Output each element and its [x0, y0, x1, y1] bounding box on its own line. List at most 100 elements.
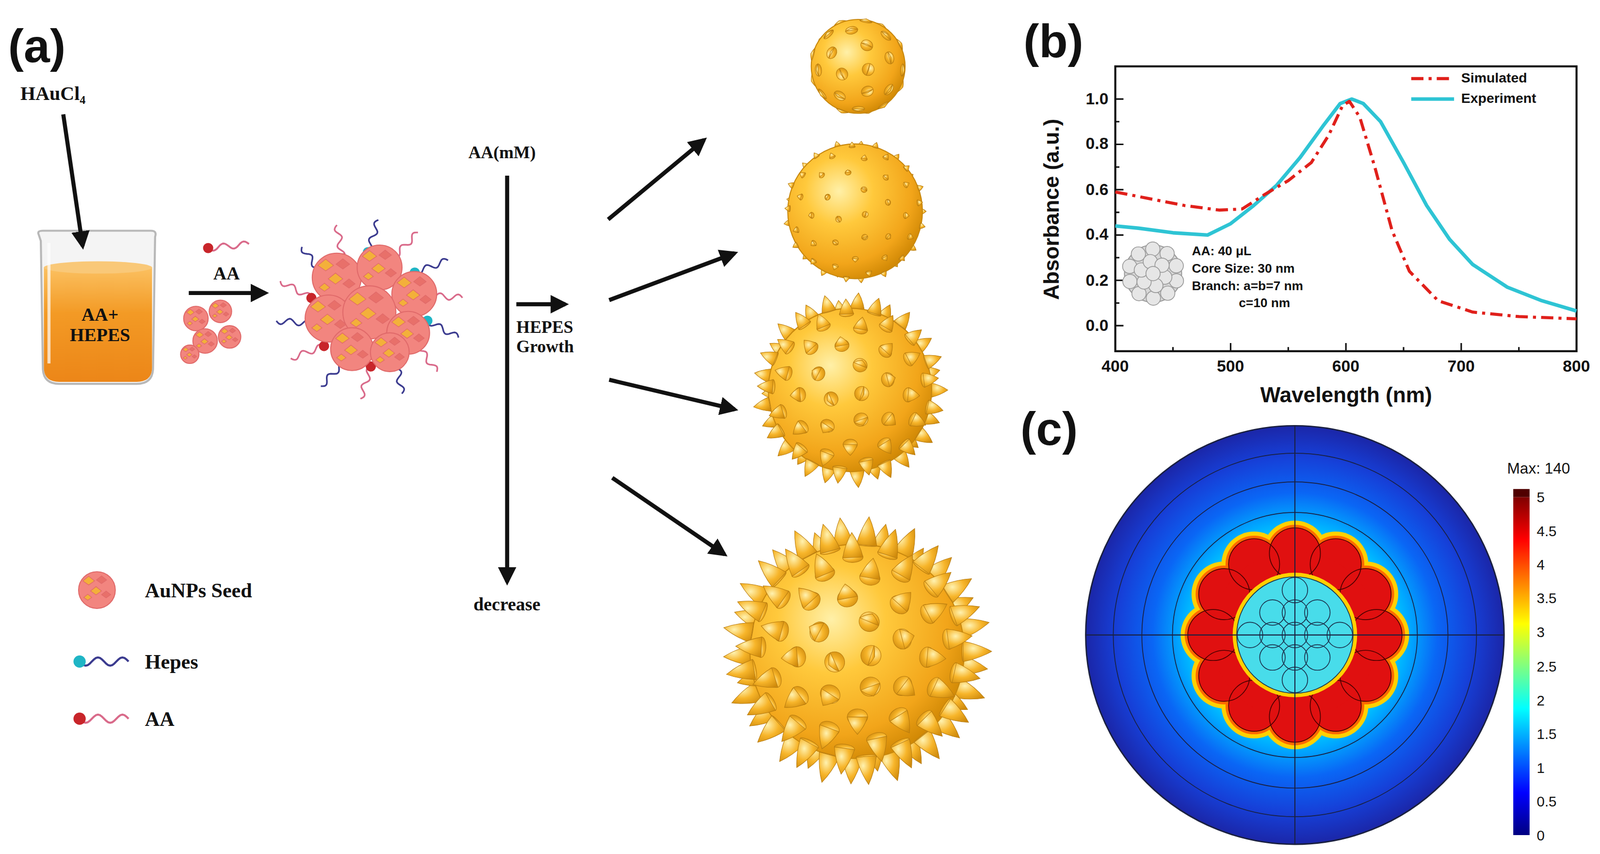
spike-base — [816, 680, 844, 708]
spike — [845, 28, 858, 32]
reagent-label: HAuCl₄ — [20, 82, 86, 105]
seed-facet — [319, 283, 330, 292]
spike — [904, 181, 910, 188]
simulated-curve — [1115, 101, 1577, 319]
inset-text: c=10 nm — [1238, 295, 1291, 311]
aa-ligand — [290, 344, 324, 360]
colorbar — [1513, 497, 1530, 835]
seed-facet — [187, 321, 193, 325]
spike — [907, 387, 920, 402]
spike — [856, 755, 877, 785]
spike — [930, 677, 955, 698]
spike-base — [880, 253, 889, 260]
axis-label: decrease — [473, 593, 541, 615]
spike-base — [859, 185, 868, 194]
tick-label: 0.0 — [1085, 316, 1109, 336]
spike-base — [886, 591, 913, 617]
spike — [822, 295, 836, 313]
spike — [852, 108, 865, 112]
seed-facet — [195, 308, 203, 315]
spike-base — [896, 38, 904, 51]
seed-particle — [78, 571, 116, 609]
spike — [877, 101, 889, 109]
spike — [792, 242, 799, 248]
spike — [885, 372, 896, 387]
spike — [795, 312, 811, 330]
spike — [866, 63, 870, 76]
spike — [889, 710, 910, 733]
tick-label: 0.4 — [1085, 225, 1109, 245]
spike — [877, 438, 891, 454]
seed-particle — [183, 306, 209, 331]
spike-base — [832, 88, 847, 103]
spike — [905, 352, 921, 366]
spike — [737, 600, 767, 622]
spike — [820, 523, 841, 554]
spike — [752, 667, 778, 688]
spike-base — [858, 642, 884, 669]
inset-text: Branch: a=b=7 nm — [1191, 278, 1303, 293]
spike — [880, 270, 887, 277]
tick-label: 1.0 — [1085, 89, 1109, 109]
legend-text: Hepes — [145, 649, 199, 673]
colorbar-tick: 5 — [1536, 488, 1545, 506]
spike-base — [809, 364, 828, 383]
seed-facet — [204, 331, 212, 337]
seed-facet — [336, 258, 350, 269]
colorbar-tick: 4 — [1536, 556, 1545, 573]
spike — [853, 359, 867, 368]
spike — [777, 339, 794, 355]
panel-letter: (c) — [1020, 401, 1078, 456]
spike — [798, 587, 819, 609]
seed-group — [180, 300, 241, 364]
spike — [797, 193, 803, 200]
seed-facet — [327, 300, 341, 310]
spike — [850, 292, 865, 310]
inset-text: AA: 40 μL — [1191, 243, 1252, 259]
spike — [810, 258, 817, 265]
spike — [843, 276, 850, 282]
spike — [852, 258, 859, 262]
seed-facet — [232, 337, 239, 342]
spike — [905, 212, 909, 219]
tick-label: 800 — [1562, 356, 1590, 376]
spike — [769, 404, 785, 419]
seed-facet — [200, 338, 209, 344]
spike — [923, 355, 941, 369]
spike — [861, 187, 868, 191]
spike — [891, 554, 913, 580]
spike — [856, 516, 877, 546]
spike — [821, 421, 834, 434]
aa-ligand — [360, 366, 371, 399]
seed-particle — [391, 271, 437, 317]
spike-base — [879, 29, 893, 43]
seed-facet — [398, 298, 408, 307]
liquid-surface — [43, 261, 152, 274]
spike-base — [856, 608, 883, 635]
spike — [899, 629, 915, 649]
spike — [899, 255, 906, 261]
axis-label: AA(mM) — [468, 143, 536, 163]
spike-base — [877, 100, 889, 110]
seed-facet — [359, 307, 376, 320]
seed-facet — [191, 316, 199, 322]
spike — [899, 438, 916, 455]
core-mesh — [1304, 599, 1331, 626]
colorbar-max: Max: 140 — [1507, 458, 1571, 477]
spike — [867, 298, 881, 316]
seed-particle — [180, 344, 199, 364]
spike-base — [803, 339, 821, 357]
spike — [905, 329, 922, 346]
spike — [963, 640, 992, 662]
spike-base — [859, 84, 875, 98]
gold-core — [811, 19, 906, 114]
spike — [917, 185, 923, 192]
inset-branch — [1146, 266, 1161, 281]
spike — [837, 583, 858, 600]
seed-cluster — [276, 219, 463, 399]
aa-ligand — [208, 241, 249, 251]
spike-base — [831, 238, 840, 247]
seed-facet — [186, 352, 193, 357]
spike-base — [881, 173, 890, 181]
spike — [804, 458, 819, 477]
